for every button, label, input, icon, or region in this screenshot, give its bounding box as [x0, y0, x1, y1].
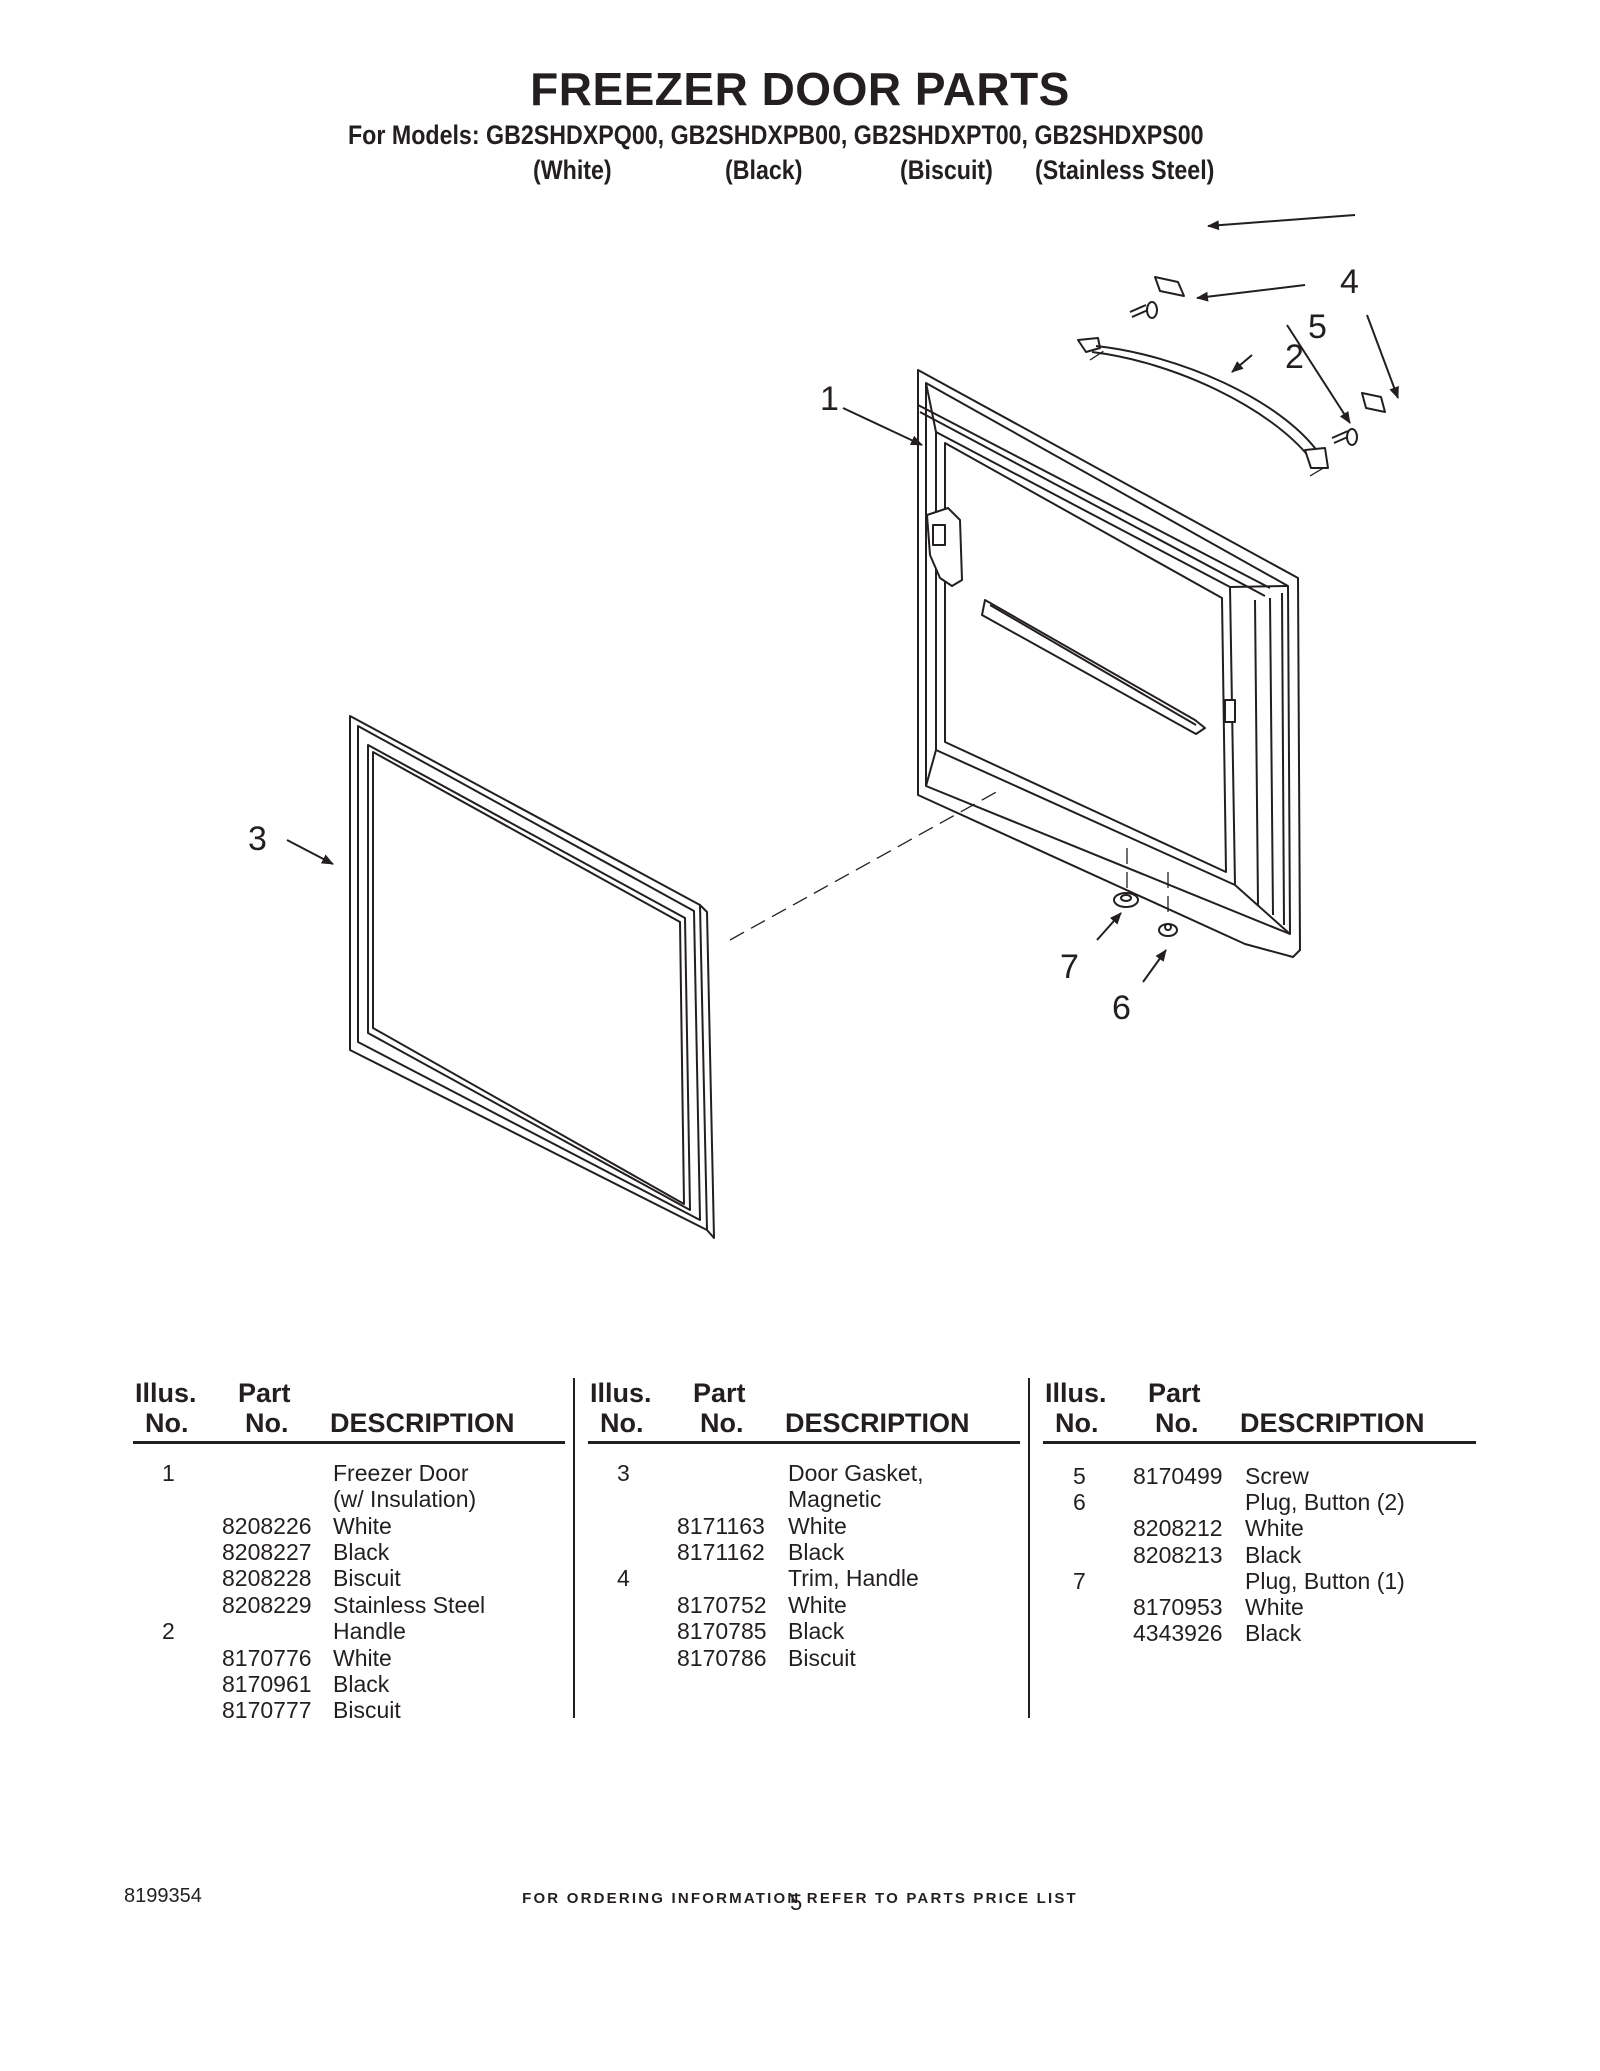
description: Black [1245, 1542, 1302, 1568]
part-no: 8170953 [1133, 1594, 1223, 1620]
part-no: 8171163 [677, 1513, 765, 1539]
trim-handle-lower-illustration [1361, 392, 1386, 413]
part-no: 8170776 [222, 1645, 312, 1671]
description: Black [788, 1539, 845, 1565]
header-description: DESCRIPTION [785, 1408, 970, 1438]
description: Magnetic [788, 1486, 882, 1512]
description: White [788, 1592, 847, 1618]
part-no: 8170961 [222, 1671, 312, 1697]
description: (w/ Insulation) [333, 1486, 477, 1512]
header-illus-no: No. [1055, 1408, 1099, 1438]
screw-upper-illustration [1129, 301, 1158, 319]
description: Plug, Button (1) [1245, 1568, 1405, 1594]
screw-lower-illustration [1331, 428, 1358, 446]
description: Plug, Button (2) [1245, 1489, 1405, 1515]
finish-biscuit: (Biscuit) [900, 155, 993, 185]
callout-1: 1 [820, 380, 839, 418]
description: White [1245, 1515, 1304, 1541]
illus-no: 5 [1073, 1463, 1086, 1489]
header-illus: Illus. [590, 1378, 652, 1408]
callout-4: 4 [1340, 263, 1359, 301]
trim-handle-upper-illustration [1154, 276, 1185, 297]
description: Black [333, 1671, 390, 1697]
freezer-door-illustration [917, 369, 1301, 958]
document-number: 8199354 [124, 1885, 202, 1907]
description: White [333, 1513, 392, 1539]
header-part: Part [693, 1378, 746, 1408]
header-part-no: No. [245, 1408, 289, 1438]
part-no: 8170752 [677, 1592, 767, 1618]
description: Black [333, 1539, 390, 1565]
finish-white: (White) [533, 155, 612, 185]
header-illus: Illus. [1045, 1378, 1107, 1408]
door-gasket-illustration [349, 715, 715, 1239]
callout-6: 6 [1112, 989, 1131, 1027]
button-plug-7-illustration [1113, 892, 1139, 908]
models-line: For Models: GB2SHDXPQ00, GB2SHDXPB00, GB… [348, 120, 1204, 150]
illus-no: 4 [617, 1565, 630, 1591]
header-rule [1043, 1441, 1476, 1444]
description: White [1245, 1594, 1304, 1620]
header-description: DESCRIPTION [1240, 1408, 1425, 1438]
finish-black: (Black) [725, 155, 803, 185]
header-illus-no: No. [600, 1408, 644, 1438]
illus-no: 1 [162, 1460, 175, 1486]
part-no: 8170777 [222, 1697, 312, 1723]
part-no: 8208227 [222, 1539, 312, 1565]
header-part: Part [238, 1378, 291, 1408]
handle-illustration [1077, 337, 1329, 469]
ordering-info-note: FOR ORDERING INFORMATION REFER TO PARTS … [522, 1890, 1078, 1907]
part-no: 8208226 [222, 1513, 312, 1539]
column-divider [1028, 1378, 1030, 1718]
description: Freezer Door [333, 1460, 469, 1486]
callout-3: 3 [248, 820, 267, 858]
description: Handle [333, 1618, 406, 1644]
part-no: 8208228 [222, 1565, 312, 1591]
part-no: 8170785 [677, 1618, 767, 1644]
header-illus: Illus. [135, 1378, 197, 1408]
button-plug-6-illustration [1158, 923, 1178, 937]
description: Door Gasket, [788, 1460, 924, 1486]
description: White [788, 1513, 847, 1539]
description: Biscuit [333, 1565, 401, 1591]
column-divider [573, 1378, 575, 1718]
illus-no: 7 [1073, 1568, 1086, 1594]
description: Screw [1245, 1463, 1309, 1489]
exploded-parts-diagram: 1 2 3 4 5 6 7 [248, 214, 1399, 1239]
illus-no: 3 [617, 1460, 630, 1486]
description: Stainless Steel [333, 1592, 486, 1618]
header-description: DESCRIPTION [330, 1408, 515, 1438]
header-rule [588, 1441, 1020, 1444]
header-rule [133, 1441, 565, 1444]
part-no: 8208212 [1133, 1515, 1223, 1541]
header-part-no: No. [700, 1408, 744, 1438]
header-illus-no: No. [145, 1408, 189, 1438]
description: Biscuit [333, 1697, 401, 1723]
part-no: 8208229 [222, 1592, 312, 1618]
part-no: 4343926 [1133, 1620, 1223, 1646]
part-no: 8170499 [1133, 1463, 1223, 1489]
callout-7: 7 [1060, 948, 1079, 986]
illus-no: 2 [162, 1618, 175, 1644]
callout-5: 5 [1308, 308, 1327, 346]
part-no: 8170786 [677, 1645, 767, 1671]
finish-stainless-steel: (Stainless Steel) [1035, 155, 1215, 185]
part-no: 8171162 [677, 1539, 765, 1565]
callout-2: 2 [1285, 338, 1304, 376]
header-part-no: No. [1155, 1408, 1199, 1438]
header-part: Part [1148, 1378, 1201, 1408]
description: Trim, Handle [788, 1565, 919, 1591]
page-title: FREEZER DOOR PARTS [530, 63, 1070, 115]
illus-no: 6 [1073, 1489, 1086, 1515]
description: Biscuit [788, 1645, 856, 1671]
description: Black [788, 1618, 845, 1644]
description: Black [1245, 1620, 1302, 1646]
page-number: 5 [790, 1890, 803, 1915]
part-no: 8208213 [1133, 1542, 1223, 1568]
description: White [333, 1645, 392, 1671]
